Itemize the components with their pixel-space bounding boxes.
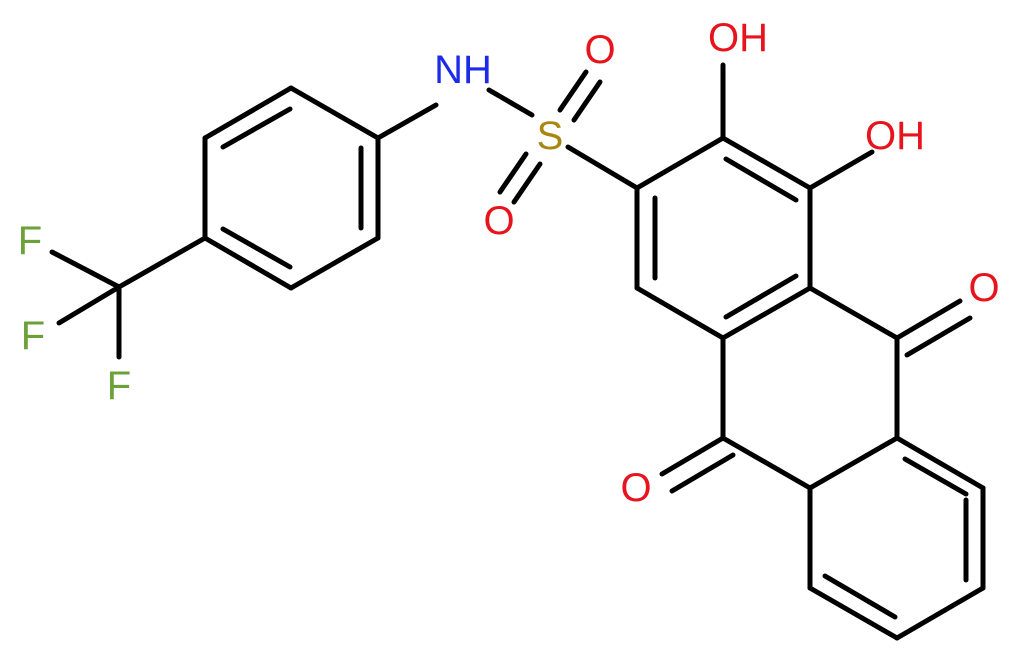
bond-line (220, 226, 293, 270)
bond-line (723, 273, 799, 320)
atom-label-fluorine-3: F (107, 364, 131, 408)
bond-line (634, 135, 726, 191)
atom-label-sulfonyl-oxygen-1: O (584, 28, 615, 72)
atom-label-ketone-oxygen-1: O (968, 266, 999, 310)
bond-line (202, 85, 294, 141)
bond-line (116, 235, 208, 290)
bond-line (375, 102, 439, 141)
bond-line (669, 452, 736, 494)
bond-line (56, 284, 122, 326)
bond-line (288, 235, 381, 291)
bond-line (904, 315, 973, 358)
bond-line (202, 235, 294, 291)
bond-line (807, 149, 875, 191)
bond-line (720, 435, 813, 491)
bond-line (220, 106, 293, 150)
bond-line (571, 79, 603, 123)
atom-label-hydroxyl-2: OH (865, 114, 925, 158)
bond-line (288, 85, 381, 141)
bond-line (49, 249, 122, 290)
atom-label-ketone-oxygen-2: O (620, 466, 651, 510)
atom-label-fluorine-1: F (18, 219, 42, 263)
atom-label-hydroxyl-1: OH (708, 16, 768, 60)
atom-label-sulfur: S (537, 114, 564, 158)
bond-line (894, 298, 963, 341)
atom-label-fluorine-2: F (21, 314, 45, 358)
bond-line (807, 285, 900, 341)
bond-line (511, 161, 543, 205)
bond-lines (49, 62, 986, 641)
bond-line (807, 585, 900, 641)
bond-line (497, 151, 529, 195)
bond-line (822, 573, 898, 620)
atom-label-sulfonyl-oxygen-2: O (483, 199, 514, 243)
bond-line (720, 135, 813, 191)
bond-line (486, 87, 535, 118)
bond-line (902, 456, 969, 497)
bond-line (723, 156, 799, 203)
bond-line (894, 435, 986, 491)
bond-line (720, 285, 813, 341)
bond-line (557, 69, 589, 113)
bond-line (634, 285, 726, 341)
bond-line (894, 585, 986, 641)
atom-label-amine: NH (434, 48, 492, 92)
bond-line (565, 144, 640, 191)
bond-line (807, 435, 900, 491)
bond-line (659, 435, 726, 477)
